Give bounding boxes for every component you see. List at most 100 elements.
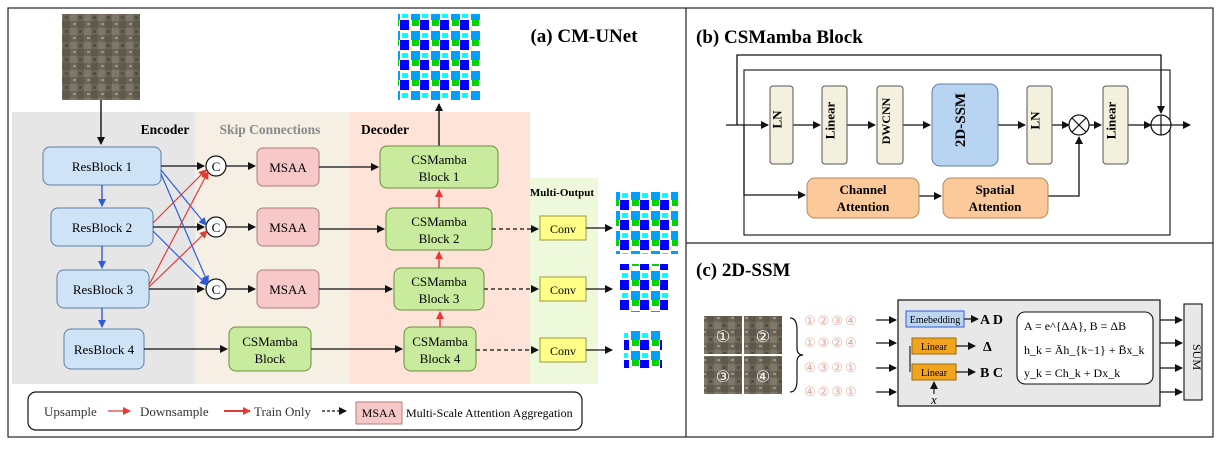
- scan-brace: [789, 317, 804, 393]
- decoder-block-2-line2: Block 2: [419, 231, 460, 246]
- down-edge-r1-c3: [160, 173, 209, 284]
- concat-symbol-2: C: [212, 220, 221, 235]
- equation-3: y_k = Ch_k + Dx_k: [1024, 366, 1120, 380]
- b-spatial-attention: Spatial Attention: [942, 177, 1049, 219]
- resblock-2-label: ResBlock 2: [72, 220, 132, 235]
- conv-1-label: Conv: [550, 222, 576, 236]
- skip-csmamba-line2: Block: [254, 351, 286, 366]
- concat-symbol-3: C: [212, 282, 221, 297]
- msaa-2: MSAA: [256, 207, 320, 247]
- equation-2: h_k = Āh_{k−1} + B̄x_k: [1024, 343, 1145, 357]
- up-edge-r2-c1: [152, 169, 207, 224]
- panel-b-title: (b) CSMamba Block: [696, 27, 863, 48]
- embedding-label: Emebedding: [910, 315, 961, 326]
- sum-box: SUM: [1183, 303, 1204, 401]
- msaa-1: MSAA: [256, 147, 320, 187]
- legend-train-only: Train Only: [254, 404, 311, 419]
- out-delta: Δ: [983, 340, 992, 355]
- b-residual-path: [736, 54, 1165, 125]
- concat-circle-3: C: [205, 278, 227, 300]
- linear-1-label: Linear: [921, 342, 948, 353]
- linear-box-1: Linear: [911, 337, 957, 355]
- up-edge-r3-c2: [148, 230, 208, 288]
- encoder-label: Encoder: [141, 122, 190, 137]
- conv-3-label: Conv: [550, 344, 576, 358]
- resblock-1-label: ResBlock 1: [72, 159, 132, 174]
- resblock-3-label: ResBlock 3: [73, 282, 133, 297]
- up-edge-r3-c1: [148, 171, 209, 286]
- b-ssm: 2D-SSM: [931, 83, 999, 167]
- quadrant-label-2: ②: [756, 329, 770, 346]
- b-branch-to-channel: [743, 125, 806, 199]
- decoder-block-4-line2: Block 4: [420, 351, 461, 366]
- b-multiply: [1068, 114, 1090, 136]
- legend: Upsample Downsample Train Only MSAA Mult…: [27, 391, 583, 431]
- output-segmentation-image: [398, 14, 480, 100]
- quadrant-image-3: [704, 356, 742, 394]
- b-channel-attention: Channel Attention: [806, 177, 920, 219]
- linear-box-2: Linear: [911, 363, 957, 381]
- resblock-1: ResBlock 1: [42, 146, 162, 186]
- panel-a: (a) CM-UNet Encoder Skip Connections Dec…: [12, 14, 678, 431]
- quadrant-label-3: ③: [716, 369, 730, 386]
- resblock-3: ResBlock 3: [56, 269, 150, 309]
- decoder-label: Decoder: [361, 122, 409, 137]
- sum-label: SUM: [1190, 344, 1204, 370]
- scan-order-3: ④③②①: [804, 360, 859, 375]
- b-linear-1-label: Linear: [823, 101, 838, 139]
- skip-csmamba-line1: CSMamba: [242, 334, 298, 349]
- scan-order-1: ①②③④: [804, 313, 859, 328]
- aux-output-image-2: [620, 264, 668, 312]
- quadrant-label-1: ①: [716, 329, 730, 346]
- legend-downsample: Downsample: [140, 404, 209, 419]
- multi-output-label: Multi-Output: [530, 187, 595, 199]
- decoder-block-3: CSMamba Block 3: [393, 267, 485, 311]
- skip-connections-label: Skip Connections: [220, 122, 321, 137]
- b-add: [1150, 114, 1172, 136]
- b-channel-line1: Channel: [840, 182, 887, 197]
- skip-csmamba-block: CSMamba Block: [228, 326, 312, 372]
- conv-3: Conv: [539, 337, 587, 363]
- b-spatial-mul: [1048, 136, 1083, 197]
- quadrant-image-4: [744, 356, 782, 394]
- decoder-block-4-line1: CSMamba: [412, 334, 468, 349]
- legend-msaa-label: MSAA: [362, 406, 397, 420]
- concat-circle-1: C: [205, 155, 227, 177]
- b-ln-2: LN: [1026, 85, 1053, 165]
- aux-output-image-3: [624, 330, 662, 368]
- panel-a-title: (a) CM-UNet: [530, 26, 638, 47]
- scan-order-4: ④②③①: [804, 384, 859, 399]
- conv-1: Conv: [539, 215, 587, 241]
- down-edge-r2-c3: [152, 230, 208, 286]
- b-linear-2-label: Linear: [1104, 101, 1119, 139]
- concat-circle-2: C: [205, 216, 227, 238]
- panel-c: (c) 2D-SSM ① ② ③ ④ ①②③④ ①③②④ ④③②① ④②③① E…: [696, 260, 1204, 407]
- b-linear-2: Linear: [1102, 85, 1129, 165]
- decoder-block-3-line1: CSMamba: [411, 274, 467, 289]
- input-aerial-image: [62, 14, 140, 100]
- quadrant-label-4: ④: [756, 369, 770, 386]
- b-linear-1: Linear: [821, 85, 848, 165]
- decoder-block-4: CSMamba Block 4: [403, 326, 477, 372]
- quadrant-image-2: [744, 316, 782, 354]
- panel-c-title: (c) 2D-SSM: [696, 260, 791, 281]
- decoder-block-1-line1: CSMamba: [411, 152, 467, 167]
- b-spatial-line1: Spatial: [975, 182, 1014, 197]
- msaa-2-label: MSAA: [269, 220, 307, 235]
- linear-2-label: Linear: [921, 368, 948, 379]
- resblock-2: ResBlock 2: [50, 207, 154, 247]
- concat-symbol-1: C: [212, 159, 221, 174]
- quadrant-image-1: [704, 316, 742, 354]
- embedding-box: Emebedding: [905, 310, 965, 328]
- decoder-block-1-line2: Block 1: [419, 169, 460, 184]
- b-spatial-line2: Attention: [969, 199, 1022, 214]
- decoder-block-1: CSMamba Block 1: [379, 145, 499, 189]
- out-bc: B C: [980, 366, 1003, 381]
- b-ln-1-label: LN: [770, 110, 785, 129]
- msaa-3: MSAA: [256, 269, 320, 309]
- b-channel-line2: Attention: [837, 199, 890, 214]
- legend-upsample: Upsample: [44, 404, 97, 419]
- conv-2: Conv: [539, 276, 587, 302]
